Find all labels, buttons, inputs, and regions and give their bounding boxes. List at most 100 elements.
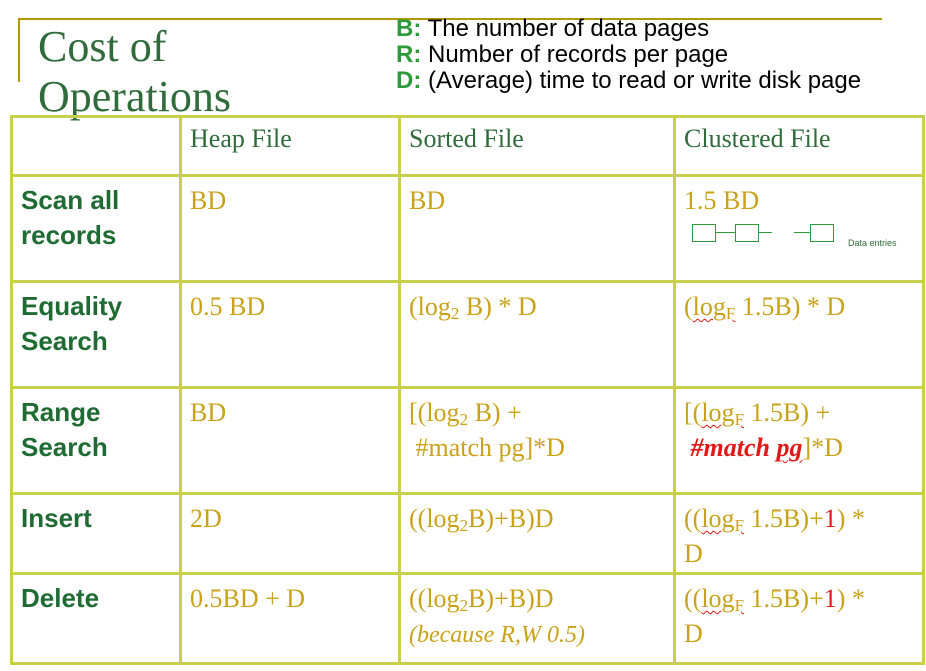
cell-scan-clustered: 1.5 BD Data entries xyxy=(673,174,925,283)
table-row-insert: Insert 2D ((log2B)+B)D ((logF 1.5B)+1) *… xyxy=(10,492,925,575)
formula-part: [( xyxy=(409,398,427,427)
formula-part: (( xyxy=(409,584,427,613)
title-frame-top xyxy=(18,18,882,20)
definition-text: (Average) time to read or write disk pag… xyxy=(428,67,862,94)
cell-insert-heap: 2D xyxy=(179,492,401,575)
formula-part: log xyxy=(701,584,735,613)
row-label-insert: Insert xyxy=(10,492,182,575)
header-empty xyxy=(10,115,182,177)
formula-subscript: F xyxy=(734,516,745,535)
cell-scan-heap: BD xyxy=(179,174,401,283)
formula-part: (( xyxy=(684,504,702,533)
formula-subscript: F xyxy=(734,410,745,429)
row-label-line: Range xyxy=(21,397,101,427)
data-entries-label: Data entries xyxy=(848,238,897,248)
cell-range-sorted: [(log2 B) + #match pg]*D xyxy=(398,386,676,495)
formula-part: B) xyxy=(465,292,492,321)
link-line xyxy=(758,232,772,233)
formula-part: #match xyxy=(690,433,770,462)
formula-subscript: F xyxy=(734,596,745,615)
page-box xyxy=(810,224,834,242)
cell-delete-heap: 0.5BD + D xyxy=(179,572,401,665)
formula-part: 1 xyxy=(823,584,837,613)
definitions: B: The number of data pages R: Number of… xyxy=(396,16,861,94)
formula-part: [( xyxy=(684,398,702,427)
row-label-line: Scan all xyxy=(21,185,120,215)
formula-log-f: logF xyxy=(701,504,745,535)
formula-part: 1.5B) xyxy=(735,292,801,321)
formula-part: ) * xyxy=(836,504,865,533)
link-line xyxy=(715,232,735,233)
definition-d: D: (Average) time to read or write disk … xyxy=(396,68,861,94)
delete-sorted-note: (because R,W 0.5) xyxy=(409,622,585,648)
formula-part: * D xyxy=(800,292,846,321)
row-label-line: records xyxy=(21,220,117,250)
formula-part: pg xyxy=(776,433,803,462)
definition-key: D: xyxy=(396,67,422,94)
formula-part: D xyxy=(684,619,703,648)
formula-log-f: logF xyxy=(692,292,736,323)
formula-part: (( xyxy=(684,584,702,613)
formula-subscript: 2 xyxy=(450,304,460,323)
page-box xyxy=(692,224,716,242)
cell-scan-clustered-value: 1.5 BD xyxy=(684,186,760,215)
formula-part: B) + xyxy=(468,398,522,427)
link-line xyxy=(794,232,810,233)
cost-table: Heap File Sorted File Clustered File Sca… xyxy=(10,115,925,665)
title-frame-left xyxy=(18,18,20,82)
formula-log-f: logF xyxy=(701,398,745,429)
formula-part: log xyxy=(426,584,460,613)
row-label-line: Equality xyxy=(21,291,123,321)
formula-part: ( xyxy=(684,292,693,321)
formula-part: log xyxy=(426,504,460,533)
formula-part: 1.5B)+ xyxy=(744,584,824,613)
formula-part: ( xyxy=(409,292,418,321)
data-entries-diagram: Data entries xyxy=(684,222,914,248)
cell-scan-sorted: BD xyxy=(398,174,676,283)
page-box xyxy=(735,224,759,242)
cell-equality-sorted: (log2 B) * D xyxy=(398,280,676,389)
formula-subscript: F xyxy=(725,304,736,323)
formula-log-f: logF xyxy=(701,584,745,615)
formula-part: 1 xyxy=(823,504,837,533)
cell-range-heap: BD xyxy=(179,386,401,495)
definition-key: R: xyxy=(396,41,422,68)
formula-part: log xyxy=(701,504,735,533)
row-label-delete: Delete xyxy=(10,572,182,665)
formula-part: B)+B)D xyxy=(468,504,554,533)
cell-equality-clustered: (logF 1.5B) * D xyxy=(673,280,925,389)
formula-subscript: 2 xyxy=(459,596,469,615)
formula-part: #match pg]*D xyxy=(415,433,565,462)
cell-insert-sorted: ((log2B)+B)D xyxy=(398,492,676,575)
formula-part: * D xyxy=(491,292,537,321)
formula-part: log xyxy=(701,398,735,427)
formula-part: D xyxy=(684,539,703,568)
cell-delete-sorted: ((log2B)+B)D(because R,W 0.5) xyxy=(398,572,676,665)
definition-r: R: Number of records per page xyxy=(396,42,861,68)
formula-part: log xyxy=(417,292,451,321)
header-row: Heap File Sorted File Clustered File xyxy=(10,115,925,177)
definition-text: The number of data pages xyxy=(427,15,710,42)
definition-text: Number of records per page xyxy=(428,41,729,68)
definition-b: B: The number of data pages xyxy=(396,16,861,42)
cell-equality-heap: 0.5 BD xyxy=(179,280,401,389)
formula-part: 1.5B)+ xyxy=(744,504,824,533)
cell-insert-clustered: ((logF 1.5B)+1) * D xyxy=(673,492,925,575)
slide-title: Cost of Operations xyxy=(38,22,232,121)
formula-part: log xyxy=(692,292,726,321)
cell-range-clustered: [(logF 1.5B) + #match pg]*D xyxy=(673,386,925,495)
row-label-line: Search xyxy=(21,326,108,356)
formula-part: ]*D xyxy=(802,433,843,462)
formula-subscript: 2 xyxy=(459,516,469,535)
formula-part: (( xyxy=(409,504,427,533)
table-row-delete: Delete 0.5BD + D ((log2B)+B)D(because R,… xyxy=(10,572,925,665)
formula-part: 1.5B) + xyxy=(744,398,831,427)
formula-part: log xyxy=(426,398,460,427)
definition-key: B: xyxy=(396,15,422,42)
cell-delete-clustered: ((logF 1.5B)+1) *D xyxy=(673,572,925,665)
row-label-line: Search xyxy=(21,432,108,462)
